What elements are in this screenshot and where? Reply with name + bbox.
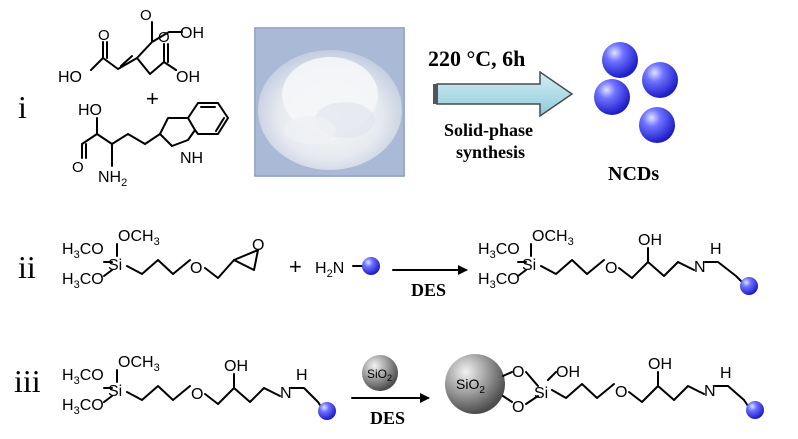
iii-h3co-b: H3CO <box>62 397 104 417</box>
iii-och3: OCH3 <box>118 354 160 374</box>
des-arrowhead-ii <box>458 265 468 275</box>
iii-h3co-a: H3CO <box>62 367 104 387</box>
graft-oh: OH <box>648 356 672 373</box>
acid-o-left: O <box>98 27 110 44</box>
graft-si-oh: OH <box>556 364 580 381</box>
ncd-sphere-product-iii <box>746 401 764 419</box>
condition-method-line1: Solid-phase <box>444 120 533 140</box>
prod-ii-h3co-b: H3CO <box>478 271 520 291</box>
silica-particle-product <box>445 354 505 414</box>
trp-ho: HO <box>78 102 102 119</box>
trp-o: O <box>72 159 84 176</box>
ncd-sphere-reactant-iii <box>318 402 336 420</box>
functionalized-silane-ncd-ii: OCH3 H3CO Si H3CO O OH N H <box>478 228 758 295</box>
graft-si: Si <box>534 385 548 402</box>
aconitic-acid-structure: O OH O HO O OH <box>58 7 204 86</box>
graft-nh-h: H <box>720 365 732 382</box>
silica-grafted-ncd-product: SiO2 O O Si OH O OH N H <box>445 354 764 419</box>
silane-epoxide-structure: OCH3 H3CO Si H3CO O O <box>62 228 264 291</box>
ncds-particles <box>594 42 678 143</box>
silane-ncd-reactant-iii: OCH3 H3CO Si H3CO O OH N H <box>62 354 336 420</box>
trp-nh2: NH2 <box>98 169 127 189</box>
acid-oh-right: OH <box>176 69 200 86</box>
prod-ii-h3co-a: H3CO <box>478 241 520 261</box>
iii-oh: OH <box>224 358 248 375</box>
row-label-iii: iii <box>14 363 41 399</box>
des-label-iii: DES <box>370 408 405 428</box>
ncd-sphere <box>594 79 630 115</box>
iii-n: N <box>280 385 292 402</box>
ncd-sphere <box>639 107 675 143</box>
plus-row-i: + <box>146 86 159 111</box>
graft-o-bottom: O <box>512 399 524 416</box>
arrow-tail-block <box>433 84 438 104</box>
silica-particle-reagent <box>362 355 398 391</box>
row-label-i: i <box>18 89 27 125</box>
prod-ii-ether-o: O <box>605 260 617 277</box>
tryptophan-structure: HO O NH2 NH <box>72 102 229 189</box>
prod-ii-n: N <box>694 259 706 276</box>
row-label-ii: ii <box>18 249 36 285</box>
graft-ether-o: O <box>615 384 627 401</box>
silica-reagent-label: SiO2 <box>367 367 392 383</box>
silane-h3co-a: H3CO <box>62 241 104 261</box>
heating-arrow <box>436 70 574 118</box>
ncd-sphere-product-ii <box>740 277 758 295</box>
acid-o-right: O <box>158 29 170 46</box>
acid-o-top: O <box>140 7 152 24</box>
ncd-sphere-reagent <box>362 257 380 275</box>
plus-row-ii: + <box>289 254 302 279</box>
amine-reagent: H2N <box>315 260 344 280</box>
silica-product-label: SiO2 <box>456 376 485 396</box>
product-ncds: NCDs <box>608 163 659 185</box>
condition-temp-time: 220 °C, 6h <box>428 46 525 71</box>
prod-ii-oh: OH <box>638 232 662 249</box>
powder-photo <box>254 27 405 177</box>
graft-n: N <box>704 383 716 400</box>
acid-oh-mid: OH <box>180 25 204 42</box>
trp-ring-nh: NH <box>180 150 203 167</box>
ncd-sphere <box>642 62 678 98</box>
acid-ho-left: HO <box>58 69 82 86</box>
silane-ether-o: O <box>190 260 202 277</box>
epoxide-o: O <box>252 237 264 254</box>
condition-method-line2: synthesis <box>456 142 525 162</box>
graft-o-top: O <box>512 364 524 381</box>
iii-ether-o: O <box>191 386 203 403</box>
prod-ii-och3: OCH3 <box>532 228 574 248</box>
prod-ii-nh-h: H <box>710 241 722 258</box>
des-label-ii: DES <box>411 280 446 300</box>
iii-nh-h: H <box>296 367 308 384</box>
ncd-sphere <box>602 42 638 78</box>
silane-h3co-b: H3CO <box>62 271 104 291</box>
silane-och3-top: OCH3 <box>118 228 160 248</box>
des-arrowhead-iii <box>420 393 430 403</box>
